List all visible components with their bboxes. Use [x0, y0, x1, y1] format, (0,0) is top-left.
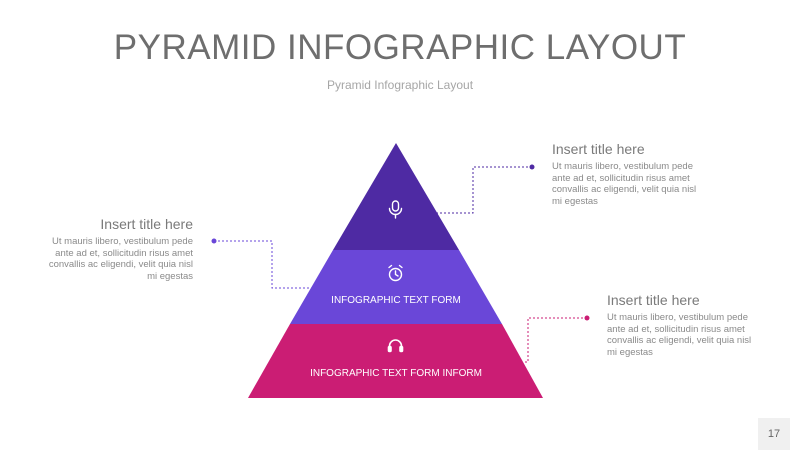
connector-line-top [436, 166, 532, 214]
pyramid-tier-bottom-label: INFOGRAPHIC TEXT FORM INFORM [310, 368, 482, 379]
connector-line-bottom [523, 317, 587, 363]
pyramid-tier-bottom [248, 324, 543, 398]
slide-title: PYRAMID INFOGRAPHIC LAYOUT [113, 28, 687, 67]
pyramid-tier-top [333, 143, 459, 250]
callout-bottom-right-body: Ut mauris libero, vestibulum pede ante a… [607, 312, 752, 358]
microphone-icon [388, 200, 403, 219]
pyramid-tier-middle-label: INFOGRAPHIC TEXT FORM [331, 295, 461, 306]
callout-bottom-right-title: Insert title here [607, 292, 700, 308]
callout-bottom-right: Insert title here Ut mauris libero, vest… [607, 292, 757, 358]
callout-left-title: Insert title here [100, 216, 193, 232]
callout-left: Insert title here Ut mauris libero, vest… [40, 216, 193, 282]
pyramid-tier-middle [290, 250, 502, 324]
callout-top-right-body: Ut mauris libero, vestibulum pede ante a… [552, 161, 697, 207]
headphones-icon [387, 339, 404, 353]
connector-dot-bottom [584, 315, 590, 321]
callout-top-right-title: Insert title here [552, 141, 645, 157]
alarm-clock-icon [388, 264, 403, 282]
page-number: 17 [758, 418, 790, 450]
callout-left-body: Ut mauris libero, vestibulum pede ante a… [48, 236, 193, 282]
callout-top-right: Insert title here Ut mauris libero, vest… [552, 141, 702, 207]
connector-dot-top [529, 164, 535, 170]
connector-line-left [214, 240, 312, 289]
connector-dot-left [211, 238, 217, 244]
slide-subtitle: Pyramid Infographic Layout [326, 78, 474, 92]
